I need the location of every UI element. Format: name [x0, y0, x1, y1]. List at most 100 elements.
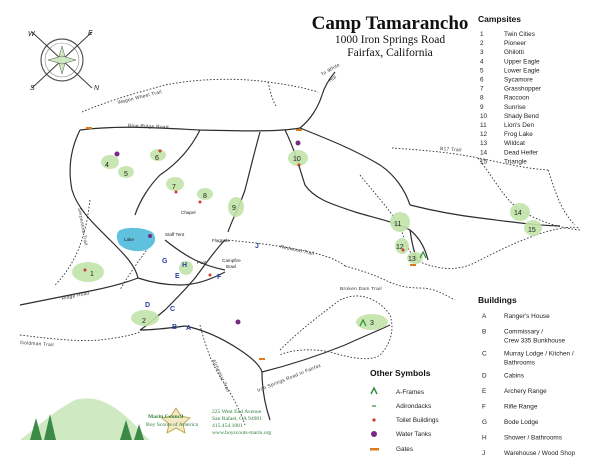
compass-south: S [30, 85, 35, 92]
campsite-list-number: 14 [480, 149, 488, 156]
campsite-list-number: 1 [480, 31, 484, 38]
iron-springs-road-label: Iron Springs Road to Fairfax [257, 363, 323, 394]
building-list-name: Commissary / [504, 329, 543, 336]
building-list-letter: D [482, 373, 487, 380]
water-tank-icon [295, 140, 301, 146]
building-list-letter: E [482, 388, 486, 395]
building-list-name: Rifle Range [504, 404, 538, 411]
campsite-number-10: 10 [293, 156, 301, 163]
buildings-heading: Buildings [478, 295, 517, 305]
lake-label: Lake [124, 237, 134, 242]
staff-tent-label: Staff Tent [165, 232, 185, 237]
campsite-list-name: Wildcat [504, 140, 525, 147]
campfire-bowl-label-2: Bowl [226, 264, 236, 269]
council-website: www.boyscouts-marin.org [212, 430, 271, 436]
water-tank-icon [114, 151, 120, 157]
campfire-area [179, 261, 193, 275]
gate-icon [370, 448, 379, 451]
building-list-letter: H [482, 435, 487, 442]
campsite-12-area [395, 238, 409, 254]
campsite-list-name: Pioneer [504, 40, 527, 47]
building-marker-f: F [217, 274, 222, 281]
campsite-number-3: 3 [370, 320, 374, 327]
alchemist-trail [199, 324, 246, 426]
building-markers: A B C D E F G H J [145, 243, 259, 332]
gate-markers [86, 127, 416, 360]
other-symbol-label-a-frames: A-Frames [396, 389, 424, 396]
building-list-name: Crew 335 Bunkhouse [504, 338, 566, 345]
campsite-list-number: 4 [480, 58, 484, 65]
building-list-name: Cabins [504, 373, 524, 380]
building-list-name: Shower / Bathrooms [504, 435, 562, 442]
campsite-3-area [356, 314, 388, 330]
campsite-list-number: 7 [480, 86, 484, 93]
campsite-list-number: 3 [480, 49, 484, 56]
campsite-list-name: Sycamore [504, 77, 533, 84]
building-marker-d: D [145, 302, 150, 309]
map-title: Camp Tamarancho [312, 13, 469, 34]
building-list-name: Ranger's House [504, 313, 550, 320]
campsite-list-number: 13 [480, 140, 488, 147]
campsite-number-12: 12 [396, 244, 404, 251]
tree-icon [44, 414, 56, 440]
campsite-list-number: 6 [480, 77, 484, 84]
toilet-icon [208, 273, 212, 277]
wagon-wheel-trail [81, 78, 319, 113]
campsite-list-name: Twin Cities [504, 31, 535, 38]
wagon-wheel-trail-label: Wagon Wheel Trail [117, 89, 163, 106]
campsite-list-number: 10 [480, 113, 488, 120]
building-list-name: Bathrooms [504, 360, 535, 367]
broken-dam-trail [344, 265, 456, 301]
redwood-trail-label: Redwood Trail [280, 244, 315, 257]
campsite-11-area [390, 212, 410, 232]
building-marker-g: G [162, 258, 168, 265]
campsite-number-13: 13 [408, 256, 416, 263]
building-marker-h: H [182, 262, 187, 269]
gate-icon [410, 264, 416, 266]
campsite-list-number: 15 [480, 158, 488, 165]
campsite-list-name: Triangle [504, 158, 527, 165]
chapel-label: Chapel [181, 210, 196, 215]
building-marker-a: A [186, 325, 191, 332]
serpentine-trail-label: Serpentine Trail [76, 207, 89, 246]
gate-icon [259, 358, 265, 360]
b17-trail [391, 147, 549, 171]
toilet-icon [372, 418, 376, 422]
goldman-trail-label: Goldman Trail [20, 340, 54, 348]
campsite-6-area [150, 149, 166, 161]
campsite-number-6: 6 [155, 155, 159, 162]
other-symbols-legend: Other Symbols A-Frames Adirondacks Toile… [370, 368, 439, 453]
tree-icon [134, 424, 144, 440]
campsite-list-name: Raccoon [504, 95, 530, 102]
other-symbol-label-gates: Gates [396, 446, 413, 453]
campsite-15-area [524, 220, 542, 236]
ridge-road-label: Ridge Road [61, 290, 90, 302]
water-tank-markers [114, 140, 301, 325]
tree-icon [30, 418, 42, 440]
campsite-numbers: 1 2 3 4 5 6 7 8 9 10 11 12 13 14 15 [90, 155, 536, 327]
toilet-icon [158, 149, 162, 153]
campsite-list-number: 8 [480, 95, 484, 102]
campsite-number-7: 7 [172, 184, 176, 191]
council-address-1: 225 West End Avenue [212, 409, 262, 415]
campsite-list-name: Lower Eagle [504, 67, 540, 74]
to-white-hill-label-2: Hill [328, 75, 338, 84]
address-line-1: 1000 Iron Springs Road [335, 34, 445, 46]
campsite-number-8: 8 [203, 193, 207, 200]
a-frame-icon [359, 318, 367, 327]
campsite-number-11: 11 [394, 221, 401, 228]
compass-north: N [94, 85, 100, 92]
toilet-icon [297, 163, 301, 167]
council-address-2: San Rafael, CA 94901 [212, 415, 262, 422]
campsite-list-number: 5 [480, 67, 484, 74]
building-list-name: Bode Lodge [504, 419, 539, 426]
b17-trail-label: B17 Trail [440, 146, 462, 153]
other-symbol-label-water-tanks: Water Tanks [396, 431, 431, 438]
address-line-2: Fairfax, California [347, 47, 433, 59]
alchemist-trail-label: Alchemist Trail [210, 358, 231, 393]
campsite-1-area [72, 262, 104, 282]
campsite-list-name: Lion's Den [504, 122, 534, 129]
east-trail-loop [359, 174, 581, 269]
toilet-icon [198, 200, 202, 204]
